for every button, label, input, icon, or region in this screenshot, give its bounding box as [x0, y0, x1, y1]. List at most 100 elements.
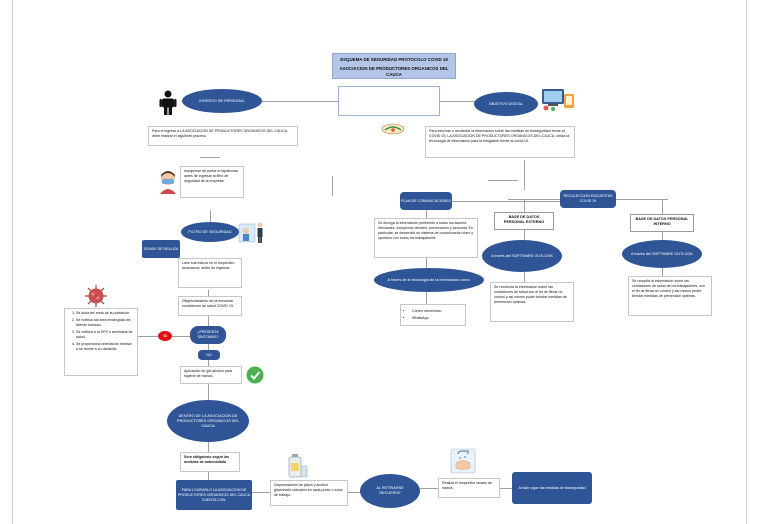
symptom-step: Se aísla del resto de la población. [76, 311, 134, 316]
connector [426, 292, 427, 304]
connector [426, 210, 427, 218]
base-externo-label: BASE DE DATOS PERSONAL EXTERNO [503, 215, 545, 224]
connector [440, 101, 476, 102]
divulga-content: Se divulga la información pertinente a t… [378, 221, 474, 240]
obligatorio-content: Sera obligatorio seguir las medidas de a… [184, 455, 230, 464]
checkpoint-icon [238, 220, 266, 244]
asegurese-content: Asegúrese de portar el tapabocas antes d… [184, 169, 238, 183]
organization-logo [380, 122, 406, 135]
objetivo-text-content: Para informar o recolectar la informació… [429, 129, 570, 143]
al-retirarse-label: AL RETIRARSE RECUERDE [376, 486, 404, 495]
connector [426, 258, 427, 268]
channels-list: Correo electrónico WhatsApp [400, 304, 466, 326]
connector [172, 336, 192, 337]
filtro-label: FILTRO DE SEGURIDAD [188, 229, 232, 234]
symptom-step: Se notifica a la EPS o secretaria de sal… [76, 330, 134, 340]
connector [662, 200, 663, 214]
donde-node: DONDE SE REALIZA [142, 240, 180, 258]
digital-icon [540, 86, 576, 112]
aplicacion-content: Aplicación de gel-alcohol para higiene d… [184, 369, 232, 378]
recolecta-externo-text: Se recolecta la información sobre las co… [490, 282, 574, 322]
para-lograrlo-label: PARA LOGRARLO LA ASOCIACION DE PRODUCTOR… [177, 487, 251, 502]
objetivo-label: OBJETIVO DIGITAL [488, 101, 524, 106]
blank-box [338, 86, 440, 116]
realiza-content: Realiza el respectivo lavado de manos [442, 481, 492, 490]
connector [200, 157, 220, 158]
aplicacion-text: Aplicación de gel-alcohol para higiene d… [180, 366, 242, 384]
page-frame [12, 0, 747, 524]
virus-icon [84, 284, 108, 308]
si-label: SI [163, 334, 167, 338]
tech-node: A través de la tecnología de la informac… [374, 268, 484, 292]
connector [422, 201, 562, 202]
si-badge: SI [158, 331, 172, 341]
recopila-interno-text: Se recopila la información sobre las con… [628, 276, 712, 316]
recoleccion-node: RECOLECCION ENCUESTAS COVID 19 [560, 190, 616, 208]
ingreso-text-content: Para el ingreso a LA ASOCIACION DE PRODU… [152, 129, 289, 138]
objetivo-text: Para informar o recolectar la informació… [425, 126, 575, 158]
connector [332, 176, 333, 196]
software-externo-label: A través del SOFTWARE OUTLOOK [491, 253, 553, 258]
connector [208, 360, 209, 366]
recoleccion-label: RECOLECCION ENCUESTAS COVID 19 [563, 194, 613, 203]
obligatorio-text: Sera obligatorio seguir las medidas de a… [180, 452, 240, 472]
connector [420, 488, 438, 489]
connector [662, 232, 663, 240]
al-salir-node: Al salir sigue las medidas de biosegurid… [512, 472, 592, 504]
diligenciamiento-text: Diligenciamiento de la encuesta condicio… [178, 296, 242, 316]
al-salir-label: Al salir sigue las medidas de biosegurid… [518, 485, 586, 490]
dispenser-icon [286, 452, 308, 478]
connector [208, 472, 209, 480]
channel-item: Correo electrónico [412, 309, 462, 314]
ingreso-node: INGRESO DE PERSONAL [182, 89, 262, 113]
filtro-node: FILTRO DE SEGURIDAD [181, 222, 239, 242]
connector [210, 210, 211, 222]
presenta-label: ¿PRESENTA SÍNTOMAS? [197, 330, 219, 339]
base-interno-label: BASE DE DATOS PERSONAL INTERNO [635, 217, 689, 226]
software-externo-node: A través del SOFTWARE OUTLOOK [482, 240, 562, 272]
ingreso-label: INGRESO DE PERSONAL [199, 98, 245, 103]
presenta-node: ¿PRESENTA SÍNTOMAS? [190, 326, 226, 344]
connector [208, 442, 209, 452]
title-line-1: ESQUEMA DE SEGURIDAD PROTOCOLO COVID 19 [340, 57, 448, 62]
diligenciamiento-content: Diligenciamiento de la encuesta condicio… [182, 299, 234, 308]
connector [524, 230, 525, 240]
al-retirarse-node: AL RETIRARSE RECUERDE [360, 474, 420, 508]
recolecta-externo-content: Se recolecta la información sobre las co… [494, 285, 567, 304]
asegurese-text: Asegúrese de portar el tapabocas antes d… [180, 166, 244, 198]
masked-person-icon [158, 170, 178, 194]
channel-item: WhatsApp [412, 316, 462, 321]
divulga-text: Se divulga la información pertinente a t… [374, 218, 478, 258]
check-icon [246, 366, 264, 384]
diagram-title: ESQUEMA DE SEGURIDAD PROTOCOLO COVID 19 … [332, 53, 456, 79]
handwash-icon [450, 448, 476, 474]
connector [208, 316, 209, 328]
software-interno-label: A través del SOFTWARE OUTLOOK [631, 251, 693, 256]
base-externo: BASE DE DATOS PERSONAL EXTERNO [494, 212, 554, 230]
dentro-node: DENTRO DE LA ASOCIACION DE PRODUCTORES O… [167, 400, 249, 442]
connector [524, 272, 525, 282]
connector [348, 492, 362, 493]
connector [208, 344, 209, 350]
donde-label: DONDE SE REALIZA [143, 246, 179, 251]
connector [138, 336, 158, 337]
connector [524, 200, 525, 212]
lave-content: Lave sus manos en el respectivo lavamano… [182, 261, 235, 270]
connector [500, 488, 512, 489]
dispensadores-content: Dispensadores de jabón y alcohol gliceri… [274, 483, 343, 497]
no-label: NO [206, 352, 212, 357]
realiza-text: Realiza el respectivo lavado de manos [438, 478, 500, 498]
tech-label: A través de la tecnología de la informac… [387, 277, 471, 282]
dispensadores-text: Dispensadores de jabón y alcohol gliceri… [270, 480, 348, 506]
title-line-2: ASOCIACION DE PRODUCTORES ORGANICOS DEL … [339, 66, 449, 77]
dentro-label: DENTRO DE LA ASOCIACION DE PRODUCTORES O… [176, 413, 240, 428]
connector [208, 384, 209, 400]
no-node: NO [198, 350, 220, 360]
symptom-step: Se proporciona orientación médica o se r… [76, 342, 134, 352]
person-icon [158, 90, 178, 116]
connector [252, 492, 270, 493]
plan-node: PLAN DE COMUNICACIONES [400, 192, 452, 210]
base-interno: BASE DE DATOS PERSONAL INTERNO [630, 214, 694, 232]
software-interno-node: A través del SOFTWARE OUTLOOK [622, 240, 702, 268]
connector [488, 180, 518, 181]
